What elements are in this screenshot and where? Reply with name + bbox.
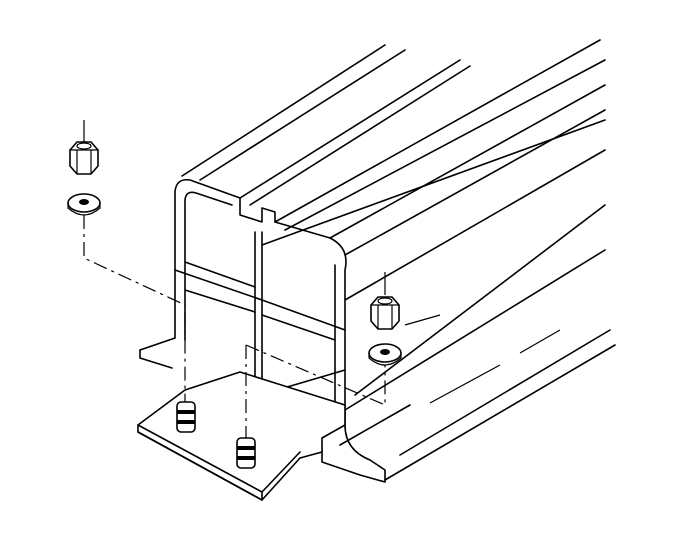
stud-right [236, 437, 256, 469]
washer-right [368, 343, 402, 366]
stud-left [176, 401, 196, 433]
washer-left [67, 193, 101, 216]
base-plate [137, 371, 346, 501]
hex-nut-left [69, 141, 99, 175]
center-lines [83, 120, 441, 438]
hex-nut-right [370, 296, 400, 330]
